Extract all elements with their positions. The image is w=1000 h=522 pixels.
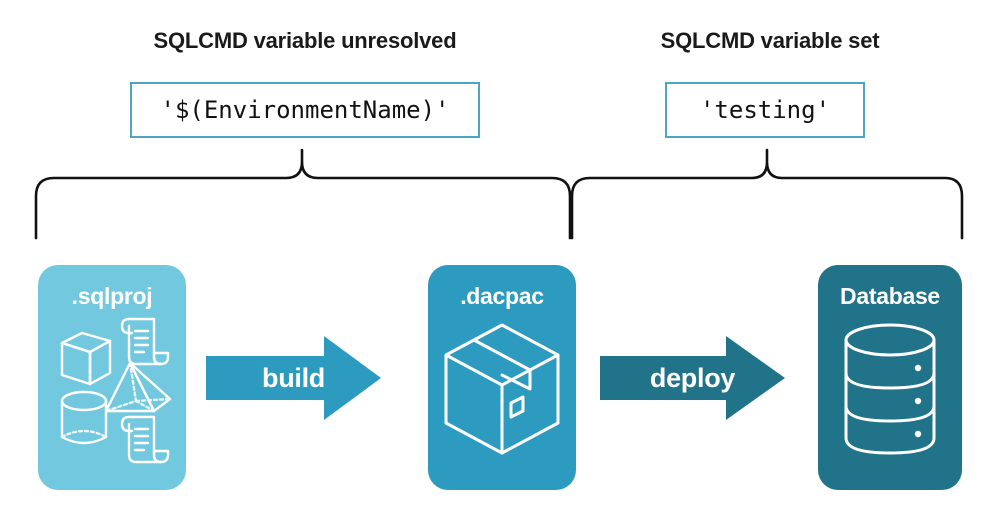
brace-right — [570, 148, 964, 240]
sqlproj-icon-group — [60, 317, 172, 464]
database-cylinder-icon — [844, 323, 936, 455]
scroll-icon-bottom — [120, 415, 170, 464]
stage-label-sqlproj: .sqlproj — [71, 283, 153, 309]
sqlcmd-variable-set-value: 'testing' — [665, 82, 865, 138]
value-text-left: '$(EnvironmentName)' — [160, 96, 450, 124]
value-text-right: 'testing' — [699, 96, 831, 124]
brace-left — [34, 148, 572, 240]
stage-box-dacpac: .dacpac — [428, 265, 576, 490]
scroll-icon-top — [120, 317, 170, 366]
stage-label-database: Database — [840, 283, 940, 309]
cube-icon — [60, 331, 112, 386]
arrow-build — [206, 336, 381, 420]
sqlcmd-variable-unresolved-value: '$(EnvironmentName)' — [130, 82, 480, 138]
group-title-right: SQLCMD variable set — [660, 28, 880, 53]
package-box-icon — [444, 323, 560, 455]
stage-box-database: Database — [818, 265, 962, 490]
pyramid-icon — [104, 361, 172, 413]
arrow-deploy — [600, 336, 785, 420]
arrow-build-label: build — [262, 362, 325, 393]
group-title-left: SQLCMD variable unresolved — [153, 28, 457, 53]
arrow-deploy-label: deploy — [649, 362, 736, 393]
cylinder-icon — [60, 390, 108, 445]
stage-label-dacpac: .dacpac — [460, 283, 544, 309]
stage-box-sqlproj: .sqlproj — [38, 265, 186, 490]
